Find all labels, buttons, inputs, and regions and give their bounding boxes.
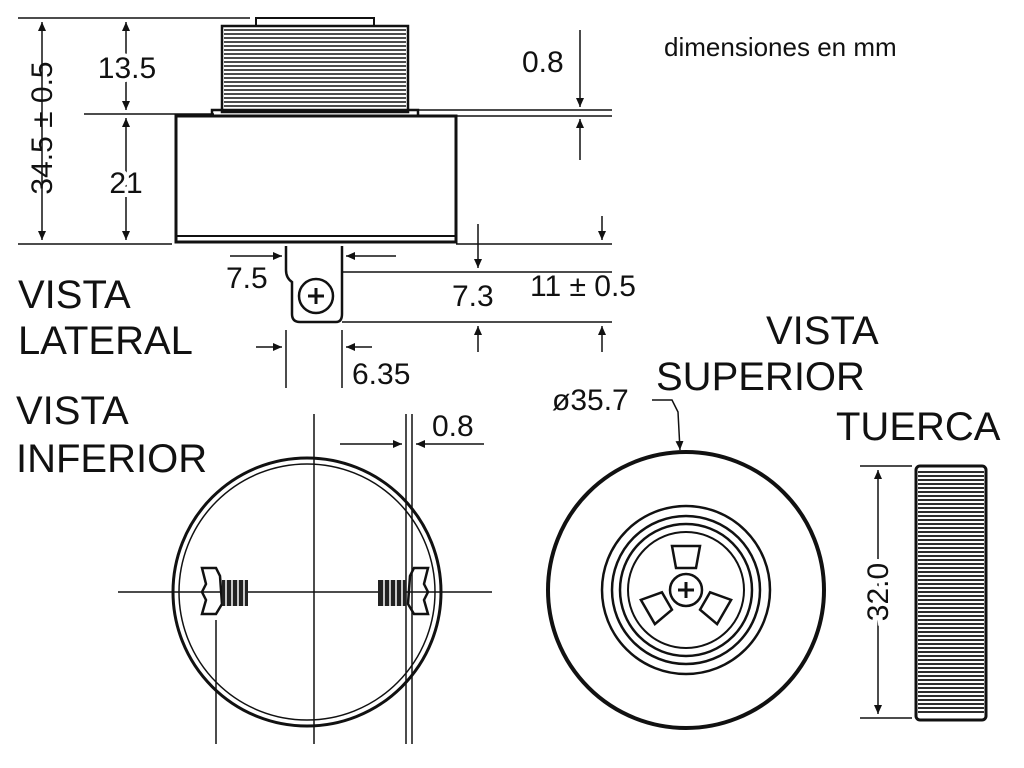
- view-label-inferior: VISTA INFERIOR: [16, 389, 207, 481]
- main-body: [174, 114, 458, 244]
- dim-overall-height: 34.5 ± 0.5: [26, 61, 59, 194]
- nut-view: 32.0 TUERCA: [836, 405, 1001, 722]
- bottom-view: 0.8 VISTA INFERIOR: [16, 389, 492, 744]
- nut-body: [914, 464, 988, 722]
- sound-openings: [639, 544, 733, 627]
- dim-terminal-width: 7.5: [226, 262, 268, 295]
- dim-terminal-total: 11 ± 0.5: [530, 270, 636, 303]
- units-note: dimensiones en mm: [664, 32, 897, 62]
- view-label-tuerca: TUERCA: [836, 405, 1001, 449]
- top-view: ø35.7 VISTA SUPERIOR: [546, 309, 888, 730]
- bottom-terminal-left: [200, 566, 248, 616]
- dim-flange-thickness: 0.8: [522, 46, 564, 79]
- dim-body-height: 21: [109, 167, 142, 200]
- terminal: [284, 246, 344, 324]
- dim-thread-height: 13.5: [98, 52, 156, 85]
- threaded-neck: [220, 24, 410, 114]
- top-center-screw: [668, 572, 704, 608]
- bottom-terminal-right: [378, 566, 430, 616]
- dim-terminal-offset: 6.35: [352, 358, 410, 391]
- dim-bottom-gap: 0.8: [432, 410, 474, 443]
- thread-lines: [224, 29, 406, 107]
- view-label-lateral: VISTA LATERAL: [18, 273, 193, 363]
- side-view: 34.5 ± 0.5 13.5 21 0.8 7.5 7.3 11 ± 0.5 …: [18, 17, 636, 391]
- nut-knurling: [918, 471, 984, 713]
- dim-diameter: ø35.7: [552, 384, 629, 417]
- dim-nut-height: 32.0: [862, 563, 895, 621]
- terminal-screw: [297, 277, 335, 315]
- top-outer-circle: [546, 450, 826, 730]
- dim-terminal-height: 7.3: [452, 280, 494, 313]
- view-label-superior: VISTA SUPERIOR: [656, 309, 888, 399]
